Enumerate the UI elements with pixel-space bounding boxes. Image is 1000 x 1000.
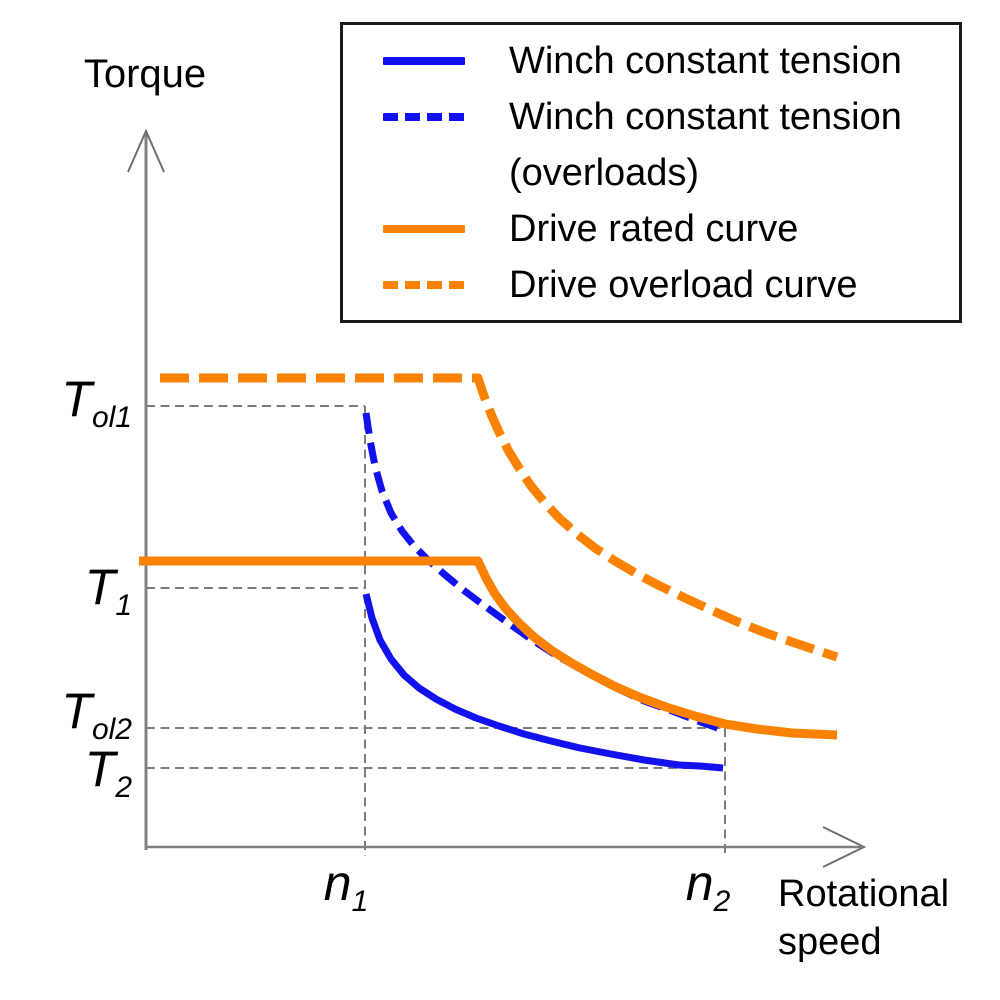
tick-label-t2: T2 [14,741,132,803]
series-drive-rated-curve [139,556,838,740]
tick-label-tol2: Tol2 [14,683,132,745]
legend-label: Winch constant tension (overloads) [509,89,902,201]
legend-swatch-orange-dashed-line-icon [383,281,465,289]
legend-item-drive-overload-curve: Drive overload curve [383,257,959,313]
tick-label-n2-base: n [685,855,714,911]
x-axis-title: Rotational speed [778,870,949,966]
legend-swatch-orange-solid-line-icon [383,225,465,233]
tick-label-tol1-base: T [61,371,92,427]
legend-swatch-blue-dashed-line-icon [383,113,465,121]
tick-label-t1-base: T [84,559,116,615]
legend-label: Drive overload curve [509,264,858,306]
tick-label-n1-base: n [323,855,352,911]
tick-label-n2-sub: 2 [713,885,731,918]
y-axis-title: Torque [83,52,207,96]
y-axis-arrow-icon [127,128,165,173]
legend-label: Drive rated curve [509,208,799,250]
tick-label-n1-sub: 1 [351,885,369,918]
legend: Winch constant tension Winch constant te… [340,22,962,323]
tick-label-tol2-base: T [61,683,92,739]
series-drive-overload-curve [160,373,839,662]
legend-label-line2: (overloads) [509,152,700,194]
x-axis-title-line2: speed [778,921,882,963]
tick-label-t1-sub: 1 [115,589,132,622]
legend-label: Winch constant tension [509,40,902,82]
x-axis-arrow-icon [822,826,867,868]
tick-label-n1: n1 [306,855,386,917]
tick-label-n2: n2 [668,855,748,917]
legend-item-winch-constant-tension: Winch constant tension [383,33,959,89]
legend-swatch-blue-solid-line-icon [383,57,465,65]
series-winch-constant-tension [362,593,724,772]
tick-label-tol1-sub: ol1 [91,401,132,434]
tick-label-tol1: Tol1 [14,371,132,433]
legend-item-winch-constant-tension-overloads: Winch constant tension (overloads) [383,89,959,201]
legend-label-line1: Winch constant tension [509,96,902,138]
tick-label-tol2-sub: ol2 [91,713,132,746]
series-winch-constant-tension-overloads [362,412,725,734]
legend-item-drive-rated-curve: Drive rated curve [383,201,959,257]
tick-label-t1: T1 [14,559,132,621]
tick-label-t2-base: T [84,741,116,797]
x-axis-title-line1: Rotational [778,873,950,915]
tick-label-t2-sub: 2 [115,771,132,804]
